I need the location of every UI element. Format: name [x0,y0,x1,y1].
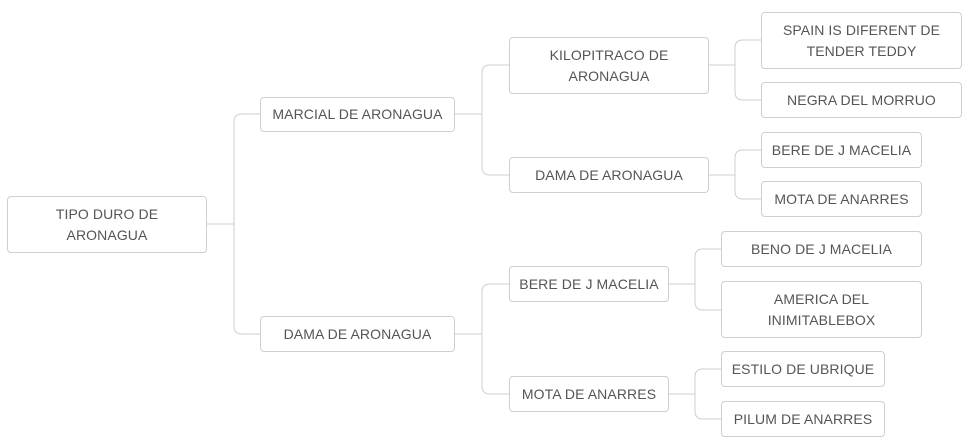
node-label: BERE DE J MACELIA [771,141,912,158]
node-sire-dam[interactable]: DAMA DE ARONAGUA [509,157,709,193]
node-sire-sire-dam[interactable]: NEGRA DEL MORRUO [761,82,962,118]
node-sire-sire[interactable]: KILOPITRACO DE ARONAGUA [509,37,709,94]
node-label: ESTILO DE UBRIQUE [731,360,875,377]
node-label: AMERICA DEL INIMITABLEBOX [767,290,876,328]
node-label: DAMA DE ARONAGUA [283,325,432,342]
connector-dama-gen2 [708,149,762,200]
node-dam-sire-dam[interactable]: AMERICA DEL INIMITABLEBOX [721,281,922,338]
node-dam-dam[interactable]: MOTA DE ANARRES [509,376,669,412]
node-dam-dam-sire[interactable]: ESTILO DE UBRIQUE [721,351,885,387]
node-label: PILUM DE ANARRES [733,410,873,427]
node-label: DAMA DE ARONAGUA [535,166,683,183]
connector-root [206,113,261,335]
node-label: NEGRA DEL MORRUO [787,91,936,108]
node-sire-dam-sire[interactable]: BERE DE J MACELIA [761,132,922,168]
node-label: SPAIN IS DIFERENT DE TENDER TEDDY [782,21,941,59]
node-root[interactable]: TIPO DURO DE ARONAGUA [7,196,207,253]
node-sire[interactable]: MARCIAL DE ARONAGUA [260,97,455,132]
node-dam-sire-sire[interactable]: BENO DE J MACELIA [721,231,922,267]
node-dam-dam-dam[interactable]: PILUM DE ANARRES [721,401,885,437]
node-label: MOTA DE ANARRES [521,385,657,402]
node-sire-dam-dam[interactable]: MOTA DE ANARRES [761,181,922,217]
node-sire-sire-sire[interactable]: SPAIN IS DIFERENT DE TENDER TEDDY [761,12,962,69]
node-label: MOTA DE ANARRES [774,190,909,207]
node-label: MARCIAL DE ARONAGUA [272,106,443,122]
connector-bere-gen2 [668,248,722,311]
node-dam[interactable]: DAMA DE ARONAGUA [260,316,455,352]
connector-mota-gen2 [668,368,722,420]
connector-kilopitraco [708,39,762,101]
node-label: BENO DE J MACELIA [751,240,892,257]
node-dam-sire[interactable]: BERE DE J MACELIA [509,266,669,302]
connector-dama-gen1 [454,283,510,395]
node-label: TIPO DURO DE ARONAGUA [55,205,159,243]
node-label: KILOPITRACO DE ARONAGUA [549,46,669,84]
connector-marcial [454,64,510,176]
node-label: BERE DE J MACELIA [519,275,659,292]
